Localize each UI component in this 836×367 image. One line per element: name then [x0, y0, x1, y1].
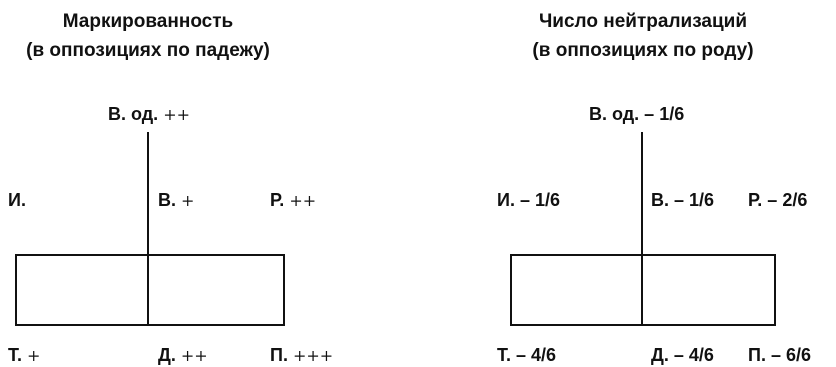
left-case-p: П. [270, 345, 288, 365]
right-label-r: Р. – 2/6 [748, 190, 808, 210]
right-title-line1: Число нейтрализаций [538, 11, 748, 32]
left-mark-v: + [181, 191, 195, 210]
right-label-v: В. – 1/6 [651, 190, 715, 210]
left-case-v-od: В. од. [108, 104, 159, 124]
right-title-line2: (в оппозициях по роду) [532, 40, 754, 61]
left-mark-p: +++ [292, 346, 334, 365]
right-label-v-od: В. од. – 1/6 [589, 104, 685, 124]
right-title: Число нейтрализаций (в оппозициях по род… [532, 7, 753, 65]
left-label-t: Т. + [8, 344, 40, 367]
left-title-line2: (в оппозициях по падежу) [26, 40, 270, 61]
left-label-d: Д. ++ [158, 344, 208, 367]
left-case-v: В. [158, 190, 176, 210]
left-label-r: Р. ++ [270, 189, 316, 212]
left-title-line1: Маркированность [62, 11, 234, 32]
right-label-t: Т. – 4/6 [497, 345, 557, 365]
left-case-i: И. [8, 190, 26, 210]
right-label-i: И. – 1/6 [497, 190, 560, 210]
left-case-t: Т. [8, 345, 22, 365]
left-label-v: В. + [158, 189, 194, 212]
left-vertical-axis [147, 132, 149, 326]
right-vertical-axis [641, 132, 643, 326]
right-case-box [510, 254, 776, 326]
right-label-d: Д. – 4/6 [651, 345, 714, 365]
left-label-p: П. +++ [270, 344, 333, 367]
left-case-box [15, 254, 285, 326]
left-mark-r: ++ [289, 191, 317, 210]
left-mark-d: ++ [180, 346, 208, 365]
left-title: Маркированность (в оппозициях по падежу) [26, 7, 270, 65]
right-label-p: П. – 6/6 [748, 345, 811, 365]
left-case-r: Р. [270, 190, 285, 210]
left-label-v-od: В. од. ++ [108, 103, 190, 126]
left-label-i: И. [8, 189, 26, 211]
left-case-d: Д. [158, 345, 176, 365]
left-mark-v-od: ++ [163, 105, 191, 124]
left-mark-t: + [26, 346, 41, 365]
